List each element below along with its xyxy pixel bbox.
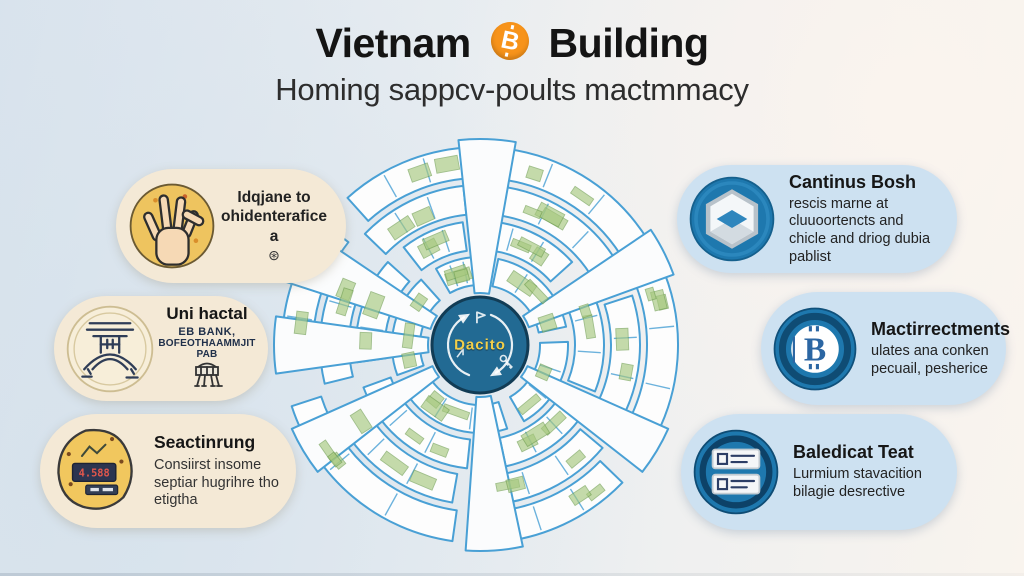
- title-word-1: Vietnam: [315, 20, 471, 66]
- header: Vietnam B Building Homing sappcv-poults …: [0, 18, 1024, 108]
- callout-cantinus: Cantinus Bosh rescis marne at cluuoorten…: [677, 165, 957, 273]
- callout-line: Idqjane to: [237, 188, 311, 206]
- title-word-2: Building: [548, 20, 709, 66]
- bank-seal-icon: [64, 303, 156, 395]
- callout-structuring-text: Seactinrung Consiirst insome septiar hug…: [144, 432, 296, 510]
- callout-bank: Uni hactal EB BANK, BOFEOTHAAMMJIT PAB: [54, 296, 268, 401]
- hexagon-icon: [687, 174, 777, 264]
- callout-mactirrectments-text: Mactirrectments ulates ana conken pecuai…: [859, 318, 1011, 378]
- callout-line: ulates ana conken: [871, 342, 989, 359]
- callout-bank-text: Uni hactal EB BANK, BOFEOTHAAMMJIT PAB: [156, 304, 268, 393]
- callout-baledicat: Baledicat Teat Lurmium stavacition bilag…: [681, 414, 957, 530]
- callout-line: etigtha: [154, 492, 198, 509]
- callout-line: cluuoortencts and: [789, 213, 904, 230]
- center-label: Dacito: [454, 336, 506, 354]
- callout-structuring: 4.588 Seactinrung Consiirst insome septi…: [40, 414, 296, 528]
- bottom-divider: [0, 573, 1024, 576]
- callout-line: pecuail, pesherice: [871, 360, 988, 377]
- bitcoin-icon: B: [487, 18, 533, 64]
- list-cards-icon: [691, 427, 781, 517]
- price-device-icon: 4.588: [50, 424, 144, 518]
- walking-bank-icon: [194, 362, 223, 387]
- callout-heading: Cantinus Bosh: [789, 171, 917, 192]
- callout-heading: Seactinrung: [154, 431, 256, 452]
- bitcoin-badge-icon: B: [771, 305, 859, 393]
- callout-identify: Idqjane to ohidenterafice a ⊛: [116, 169, 346, 283]
- callout-cantinus-text: Cantinus Bosh rescis marne at cluuoorten…: [777, 172, 957, 267]
- callout-heading: Baledicat Teat: [793, 442, 914, 463]
- callout-line: Consiirst insome: [154, 456, 262, 473]
- callout-line: Lurmium stavacition: [793, 466, 922, 483]
- callout-line: rescis marne at: [789, 195, 889, 212]
- callout-line: pablist: [789, 248, 831, 265]
- hand-icon: [126, 180, 218, 272]
- callout-line: a: [269, 227, 279, 245]
- callout-line: ohidenterafice: [221, 208, 327, 226]
- page-title: Vietnam B Building: [0, 18, 1024, 67]
- svg-text:B: B: [804, 331, 826, 368]
- page-subtitle: Homing sappcv-poults mactmmacy: [275, 72, 749, 107]
- bitcoin-letter: B: [498, 25, 522, 57]
- swirl-glyph-icon: ⊛: [268, 247, 280, 264]
- callout-baledicat-text: Baledicat Teat Lurmium stavacition bilag…: [781, 442, 957, 501]
- callout-mactirrectments: B Mactirrectments ulates ana conken pecu…: [761, 292, 1011, 405]
- callout-line: septiar hugrihre tho: [154, 474, 279, 491]
- radial-maze-diagram: [273, 138, 679, 552]
- callout-line: chicle and driog dubia: [789, 231, 931, 247]
- callout-line: EB BANK,: [178, 326, 236, 338]
- callout-line: BOFEOTHAAMMJIT PAB: [158, 338, 256, 360]
- callout-heading: Mactirrectments: [871, 318, 1011, 339]
- callout-line: bilagie desrective: [793, 484, 906, 500]
- callout-identify-text: Idqjane to ohidenterafice a ⊛: [218, 188, 346, 264]
- callout-heading: Uni hactal: [166, 304, 248, 323]
- svg-text:4.588: 4.588: [79, 468, 110, 480]
